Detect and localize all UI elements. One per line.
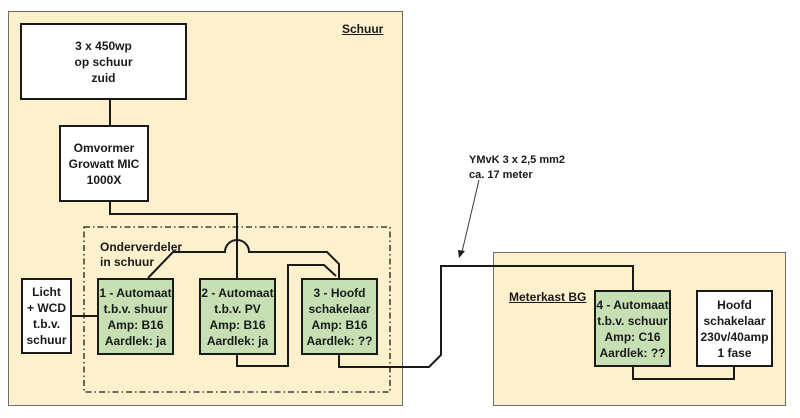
main-switch-box: Hoofd schakelaar 230v/40amp 1 fase <box>696 290 773 367</box>
subpanel-label: Onderverdeler in schuur <box>100 240 183 269</box>
wire-breaker2-breaker3 <box>236 264 337 367</box>
wire-cable <box>338 265 634 368</box>
inverter-box: Omvormer Growatt MIC 1000X <box>59 125 149 202</box>
breaker-1-box: 1 - Automaat t.b.v. shuur Amp: B16 Aardl… <box>97 278 174 355</box>
cable-label: YMvK 3 x 2,5 mm2 ca. 17 meter <box>469 154 565 181</box>
wire-inverter-breaker2 <box>109 201 238 278</box>
cable-arrow-head <box>458 250 465 258</box>
cable-arrow-line <box>461 179 480 253</box>
solar-panels-box: 3 x 450wp op schuur zuid <box>20 23 187 100</box>
light-socket-box: Licht + WCD t.b.v. schuur <box>21 278 72 354</box>
breaker-3-box: 3 - Hoofd schakelaar Amp: B16 Aardlek: ?… <box>301 278 378 355</box>
zone-schuur-label: Schuur <box>342 22 384 36</box>
zone-meterkast-label: Meterkast BG <box>509 290 587 304</box>
breaker-2-box: 2 - Automaat t.b.v. PV Amp: B16 Aardlek:… <box>199 278 276 355</box>
wire-breaker4-main <box>632 366 735 380</box>
wire-breaker1-breaker3 <box>147 239 340 279</box>
breaker-4-box: 4 - Automaat t.b.v. schuur Amp: C16 Aard… <box>594 290 671 367</box>
